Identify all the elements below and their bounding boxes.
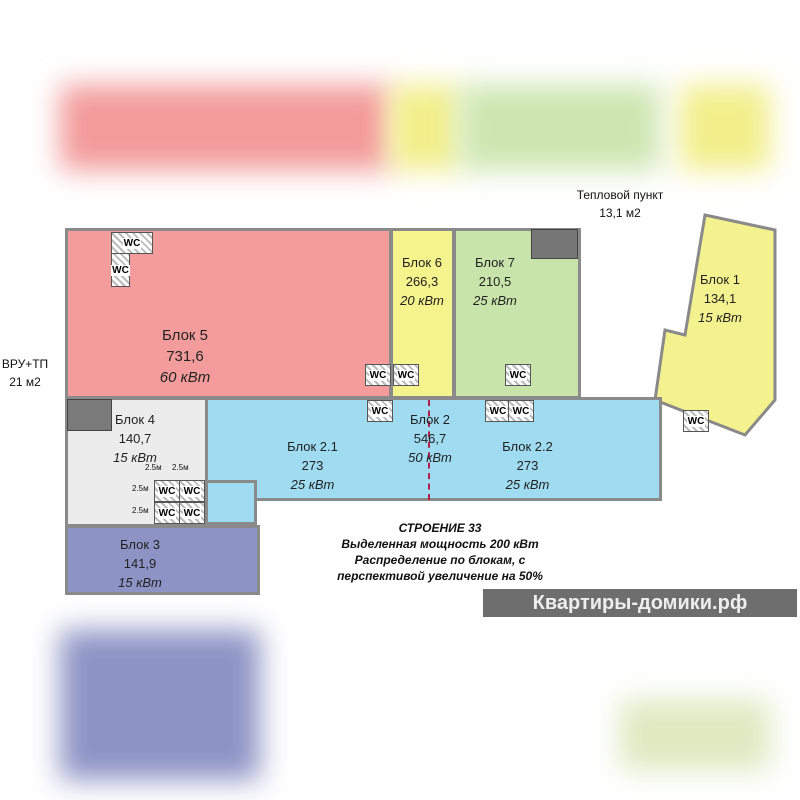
heat-point-room[interactable] — [531, 229, 578, 259]
block-2-annex — [205, 480, 257, 525]
blurred-band-bottom-green — [620, 700, 770, 770]
wc-10: WC — [154, 480, 180, 502]
block-2[interactable] — [205, 397, 662, 501]
wc-9: WC — [683, 410, 709, 432]
wc-3: WC — [365, 364, 391, 386]
blurred-band-top-green — [460, 85, 660, 170]
blurred-band-top-yellow — [390, 85, 460, 170]
wc-4: WC — [393, 364, 419, 386]
wc-2: WC — [111, 253, 130, 287]
block-2-divider — [428, 400, 430, 500]
blurred-band-top — [60, 85, 390, 170]
wc-6: WC — [367, 400, 393, 422]
blurred-band-top-yellow2 — [680, 85, 770, 170]
wc-12: WC — [154, 502, 180, 524]
blurred-band-bottom — [60, 630, 260, 780]
wc-11: WC — [179, 480, 205, 502]
wc-7: WC — [485, 400, 511, 422]
watermark-logo: Квартиры-домики.рф — [483, 589, 797, 617]
wc-5: WC — [505, 364, 531, 386]
wc-13: WC — [179, 502, 205, 524]
vru-room[interactable] — [67, 399, 112, 431]
dim-label: 2.5м — [172, 463, 189, 472]
dim-label: 2.5м — [132, 484, 149, 493]
wc-1: WC — [111, 232, 153, 254]
block-3[interactable] — [65, 525, 260, 595]
dim-label: 2.5м — [132, 506, 149, 515]
wc-8: WC — [508, 400, 534, 422]
dim-label: 2.5м — [145, 463, 162, 472]
